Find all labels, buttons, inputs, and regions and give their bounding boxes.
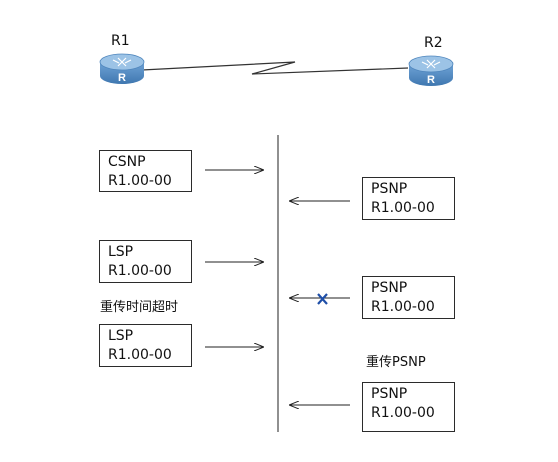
packet-type: CSNP (108, 154, 146, 170)
router-r1-icon: R (99, 53, 145, 84)
packet-id: R1.00-00 (371, 299, 435, 315)
packet-box-psnp-3: PSNP R1.00-00 (362, 382, 455, 432)
note-retransmit-timeout: 重传时间超时 (100, 300, 179, 315)
packet-box-psnp-1: PSNP R1.00-00 (362, 177, 455, 220)
packet-type: LSP (108, 328, 134, 344)
packet-id: R1.00-00 (108, 173, 172, 189)
router-r1-label: R1 (111, 33, 130, 49)
packet-loss-x-icon (317, 293, 328, 305)
router-r2-icon: R (408, 55, 454, 86)
packet-box-lsp-1: LSP R1.00-00 (99, 240, 192, 283)
packet-box-csnp: CSNP R1.00-00 (99, 150, 192, 192)
note-retransmit-psnp: 重传PSNP (366, 355, 426, 370)
router-r2-label: R2 (424, 35, 443, 51)
router-r1-glyph: R (118, 72, 126, 84)
serial-link (141, 61, 409, 75)
packet-type: PSNP (371, 181, 408, 197)
packet-type: PSNP (371, 280, 408, 296)
packet-id: R1.00-00 (108, 347, 172, 363)
packet-id: R1.00-00 (108, 263, 172, 279)
packet-id: R1.00-00 (371, 405, 435, 421)
packet-box-psnp-2: PSNP R1.00-00 (362, 276, 455, 319)
packet-box-lsp-2: LSP R1.00-00 (99, 324, 192, 367)
router-r2-glyph: R (427, 74, 435, 86)
packet-type: PSNP (371, 386, 408, 402)
packet-type: LSP (108, 244, 134, 260)
packet-id: R1.00-00 (371, 200, 435, 216)
